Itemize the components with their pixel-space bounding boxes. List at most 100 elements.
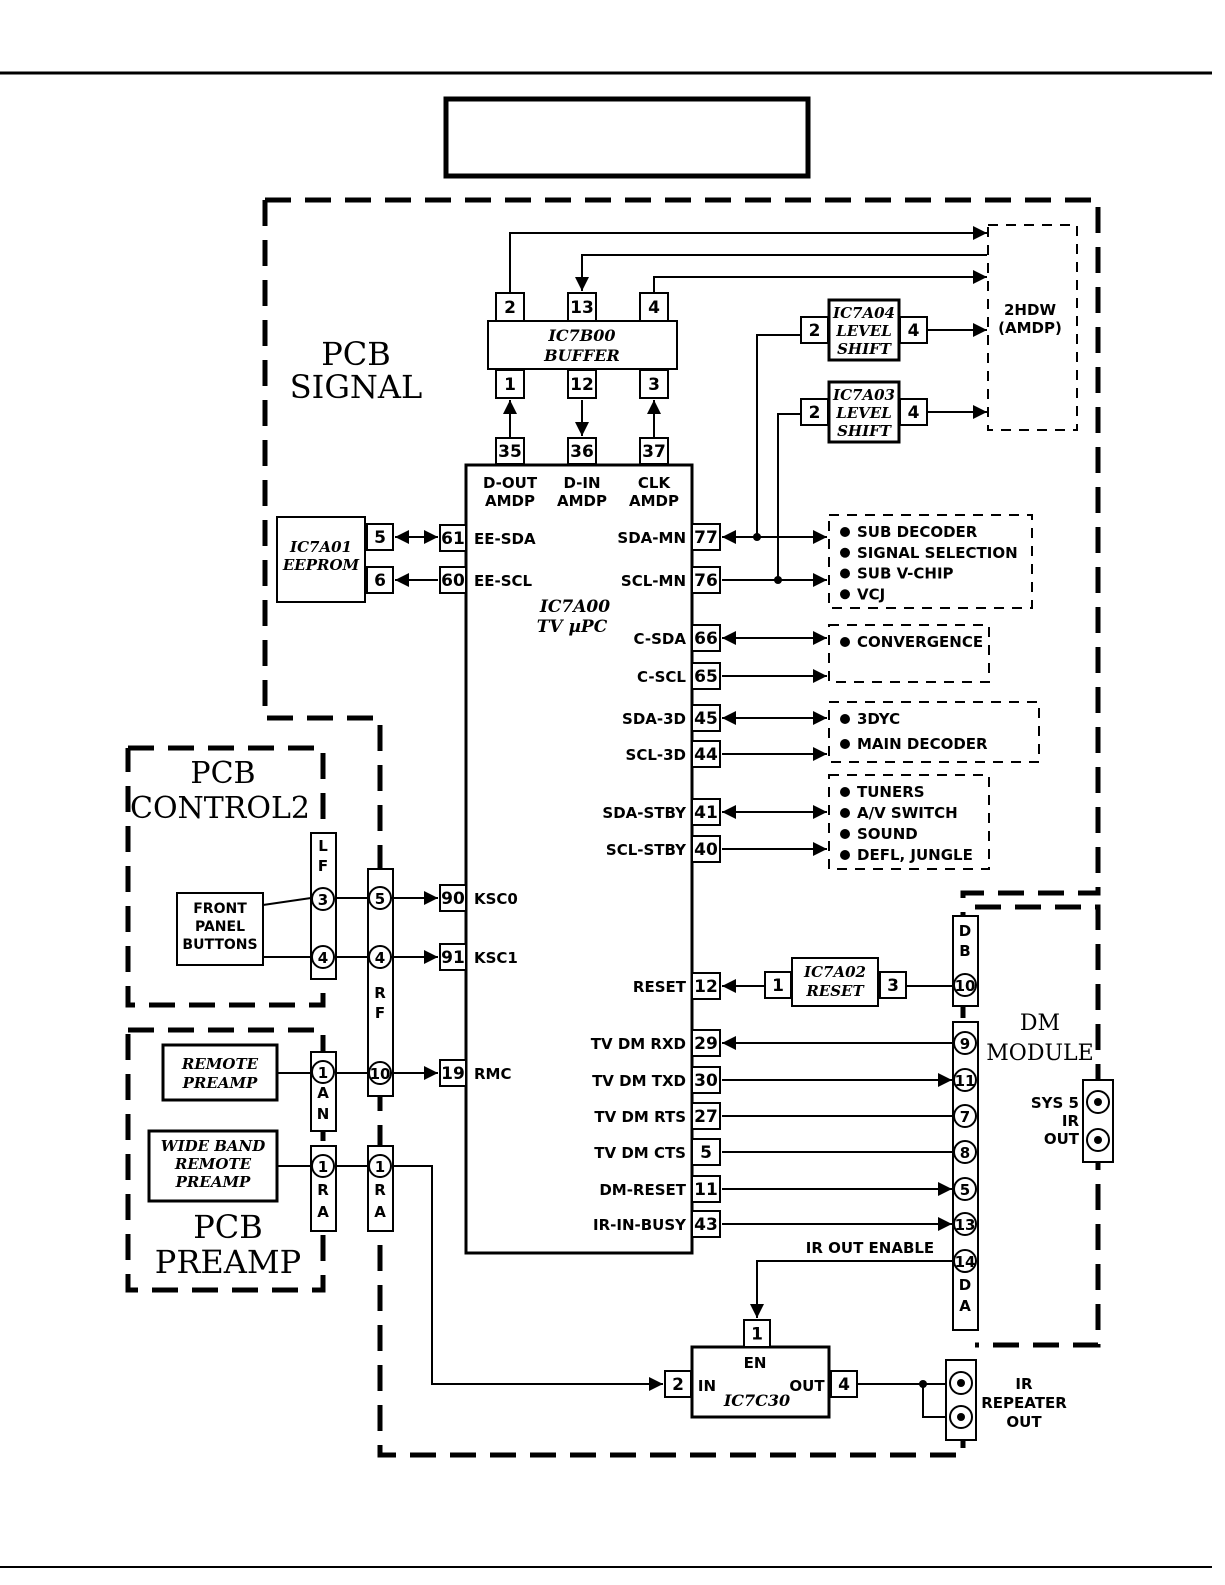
group-sub-decoder-item: SUB DECODER <box>857 523 978 541</box>
buffer-top-pin-num: 4 <box>648 298 660 318</box>
ic7c30-in: IN <box>698 1377 716 1395</box>
main-right-pin-76 <box>691 566 721 594</box>
connector-da-pin <box>953 1177 977 1201</box>
sys5-label: SYS 5 <box>1031 1094 1079 1112</box>
main-right-pin-45-num: 45 <box>694 709 718 729</box>
connector-db-pin <box>953 973 977 997</box>
connector-da-pin <box>953 1031 977 1055</box>
buffer-bottom-pin-num: 1 <box>504 375 516 395</box>
connector-da-pin <box>953 1068 977 1092</box>
eeprom-subtitle: EEPROM <box>282 556 360 574</box>
ic7c30-en-pin <box>743 1319 771 1348</box>
group-3dyc-bullet <box>840 714 850 724</box>
connector-ra-right-letter: A <box>374 1203 386 1221</box>
pcb-preamp-border <box>125 1027 326 1293</box>
main-right-pin-label: TV DM RTS <box>594 1108 686 1126</box>
main-right-pin-11 <box>691 1175 721 1203</box>
buffer-bottom-pin <box>639 369 669 399</box>
sys5-label: IR <box>1062 1112 1080 1130</box>
level-shift-ic7a04-out-pin-num: 4 <box>908 321 920 341</box>
reset-ic7a02 <box>791 957 879 1007</box>
group-sub-decoder-bullet <box>840 568 850 579</box>
ir-repeater-label: OUT <box>1006 1413 1042 1431</box>
group-3dyc-item: 3DYC <box>857 710 900 728</box>
main-left-pin-61 <box>439 524 467 552</box>
front-panel-label: PANEL <box>195 919 245 935</box>
connector-ra-left-letter: A <box>317 1203 329 1221</box>
buffer-top-pin-num: 13 <box>570 298 594 318</box>
main-right-pin-label: IR-IN-BUSY <box>593 1216 687 1234</box>
pcb-control2-border <box>125 745 326 1008</box>
connector-da-pin-num: 8 <box>960 1144 970 1162</box>
level-shift-ic7a03-in-pin-num: 2 <box>809 403 821 423</box>
main-right-pin-5-num: 5 <box>700 1143 712 1163</box>
main-right-pin-65-num: 65 <box>694 667 718 687</box>
main-right-pin-29-num: 29 <box>694 1034 718 1054</box>
group-tuners-bullet <box>840 829 850 839</box>
hdw-label: 2HDW <box>1004 301 1056 319</box>
group-tuners <box>828 774 990 870</box>
main-right-pin-30-num: 30 <box>694 1071 718 1091</box>
main-right-pin-77-num: 77 <box>694 528 718 548</box>
sys5-jack-center <box>1094 1098 1102 1106</box>
connector-rf-letter: R <box>374 984 386 1002</box>
main-right-pin-27-num: 27 <box>694 1107 718 1127</box>
connector-db-letter: D <box>959 922 971 940</box>
group-sub-decoder <box>828 514 1033 609</box>
front-panel-label: FRONT <box>193 901 247 917</box>
sys5-label: OUT <box>1044 1130 1080 1148</box>
buffer-name: IC7B00 <box>547 326 615 345</box>
connector-da-pin <box>953 1104 977 1128</box>
main-left-pin-label: KSC0 <box>474 890 518 908</box>
main-right-pin-label: SCL-3D <box>626 746 686 764</box>
main-right-pin-43-num: 43 <box>694 1215 718 1235</box>
connector-da-letter: A <box>959 1297 971 1315</box>
connector-lf-letter: L <box>318 837 328 855</box>
ic7c30-in-pin <box>664 1370 692 1398</box>
connector-lf-letter: F <box>318 857 328 875</box>
main-right-pin-label: TV DM TXD <box>592 1072 686 1090</box>
remote-preamp-label: PREAMP <box>182 1074 258 1092</box>
main-right-pin-label: SDA-3D <box>622 710 686 728</box>
connector-da-pin-num: 13 <box>955 1216 976 1234</box>
connector-rf-letter: F <box>375 1004 385 1022</box>
main-left-pin-91 <box>439 943 467 971</box>
level-shift-ic7a04-line: LEVEL <box>835 322 892 340</box>
main-right-pin-label: SCL-STBY <box>606 841 687 859</box>
title-box <box>443 96 811 179</box>
level-shift-ic7a04-line: SHIFT <box>837 340 893 358</box>
main-left-pin-label: KSC1 <box>474 949 518 967</box>
connector-lf-pin <box>311 887 335 911</box>
main-left-pin-19-num: 19 <box>441 1064 465 1084</box>
connector-an-pin-num: 1 <box>318 1064 328 1082</box>
pcb-signal-label: PCB <box>321 335 391 373</box>
connector-an-letter: A <box>317 1084 329 1102</box>
front-panel-buttons-box <box>176 892 264 966</box>
pcb-control2-label: PCB <box>190 756 255 791</box>
front-panel-to-lf3 <box>262 897 312 906</box>
wide-band-label: WIDE BAND <box>161 1137 266 1155</box>
group-tuners-bullet <box>840 787 850 797</box>
group-sub-decoder-bullet <box>840 527 850 537</box>
group-convergence-item: CONVERGENCE <box>857 633 983 651</box>
group-convergence-bullet <box>840 637 850 647</box>
main-right-pin-40 <box>691 835 721 863</box>
connector-da-pin-num: 14 <box>955 1253 976 1271</box>
main-top-pin-label: D-OUT <box>483 474 538 492</box>
connector-da-pin-num: 7 <box>960 1108 970 1126</box>
main-right-pin-44-num: 44 <box>694 745 718 765</box>
main-right-pin-27 <box>691 1102 721 1130</box>
eeprom-pin-6-num: 6 <box>374 571 386 591</box>
level-shift-ic7a04-in-pin <box>800 316 829 344</box>
buffer-top-pin <box>567 292 597 322</box>
ir-repeater-jack-center <box>957 1379 965 1387</box>
eeprom-pin-5-num: 5 <box>374 528 386 548</box>
buffer-bottom-pin-num: 3 <box>648 375 660 395</box>
connector-lf-pin-num: 4 <box>318 949 328 967</box>
sda-mn-to-ls1 <box>756 334 801 537</box>
level-shift-ic7a03-line: LEVEL <box>835 404 892 422</box>
main-right-pin-66 <box>691 624 721 652</box>
connector-da-pin <box>953 1140 977 1164</box>
main-right-pin-11-num: 11 <box>694 1180 718 1200</box>
